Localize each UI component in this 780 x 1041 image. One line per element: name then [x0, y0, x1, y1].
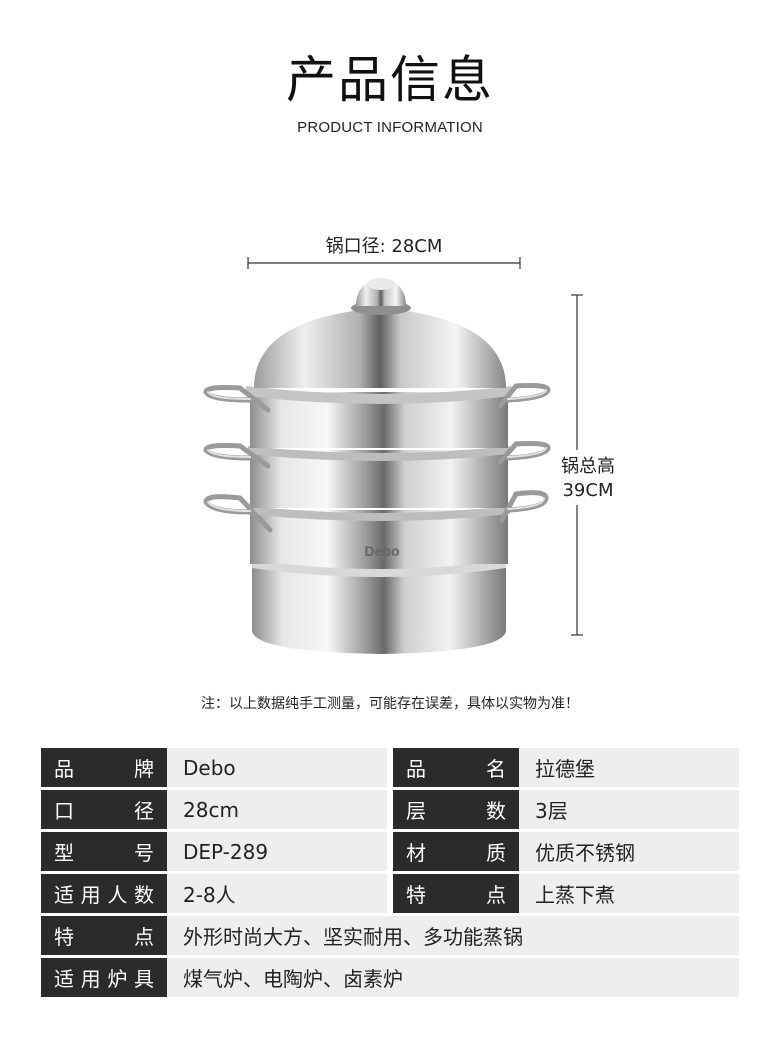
height-label-line2: 39CM — [562, 480, 614, 501]
product-illustration: Debo — [203, 257, 583, 654]
spec-key: 适用人数 — [41, 874, 167, 913]
table-row: 型号 DEP-289 材质 优质不锈钢 — [41, 832, 739, 871]
measurement-note: 注：以上数据纯手工测量，可能存在误差，具体以实物为准！ — [201, 696, 579, 712]
spec-key: 适用炉具 — [41, 958, 167, 997]
height-label-line1: 锅总高 — [561, 456, 615, 477]
spec-value: Debo — [167, 748, 387, 787]
spec-value: DEP-289 — [167, 832, 387, 871]
spec-key: 口径 — [41, 790, 167, 829]
spec-key: 特点 — [393, 874, 519, 913]
table-row: 特点 外形时尚大方、坚实耐用、多功能蒸锅 — [41, 916, 739, 955]
spec-key: 特点 — [41, 916, 167, 955]
table-row: 适用炉具 煤气炉、电陶炉、卤素炉 — [41, 958, 739, 997]
spec-value: 优质不锈钢 — [519, 832, 739, 871]
spec-value: 拉德堡 — [519, 748, 739, 787]
height-dimension-line — [571, 294, 583, 636]
height-label: 锅总高 39CM — [552, 455, 624, 503]
brand-logo: Debo — [365, 543, 400, 559]
spec-key: 型号 — [41, 832, 167, 871]
spec-value: 2-8人 — [167, 874, 387, 913]
diameter-label: 锅口径: 28CM — [325, 236, 443, 257]
spec-key: 层数 — [393, 790, 519, 829]
spec-key: 品名 — [393, 748, 519, 787]
spec-value: 3层 — [519, 790, 739, 829]
table-row: 适用人数 2-8人 特点 上蒸下煮 — [41, 874, 739, 913]
spec-value: 煤气炉、电陶炉、卤素炉 — [167, 958, 739, 997]
diameter-dimension-line — [247, 257, 521, 269]
spec-table: 品牌 Debo 品名 拉德堡 口径 28cm 层数 3层 型号 DEP-289 … — [41, 745, 739, 1000]
table-row: 品牌 Debo 品名 拉德堡 — [41, 748, 739, 787]
page-subtitle: PRODUCT INFORMATION — [297, 119, 483, 136]
table-row: 口径 28cm 层数 3层 — [41, 790, 739, 829]
spec-value: 外形时尚大方、坚实耐用、多功能蒸锅 — [167, 916, 739, 955]
steamer-pot: Debo — [203, 278, 551, 654]
spec-key: 品牌 — [41, 748, 167, 787]
page-title: 产品信息 — [286, 51, 494, 109]
spec-key: 材质 — [393, 832, 519, 871]
spec-value: 上蒸下煮 — [519, 874, 739, 913]
spec-value: 28cm — [167, 790, 387, 829]
